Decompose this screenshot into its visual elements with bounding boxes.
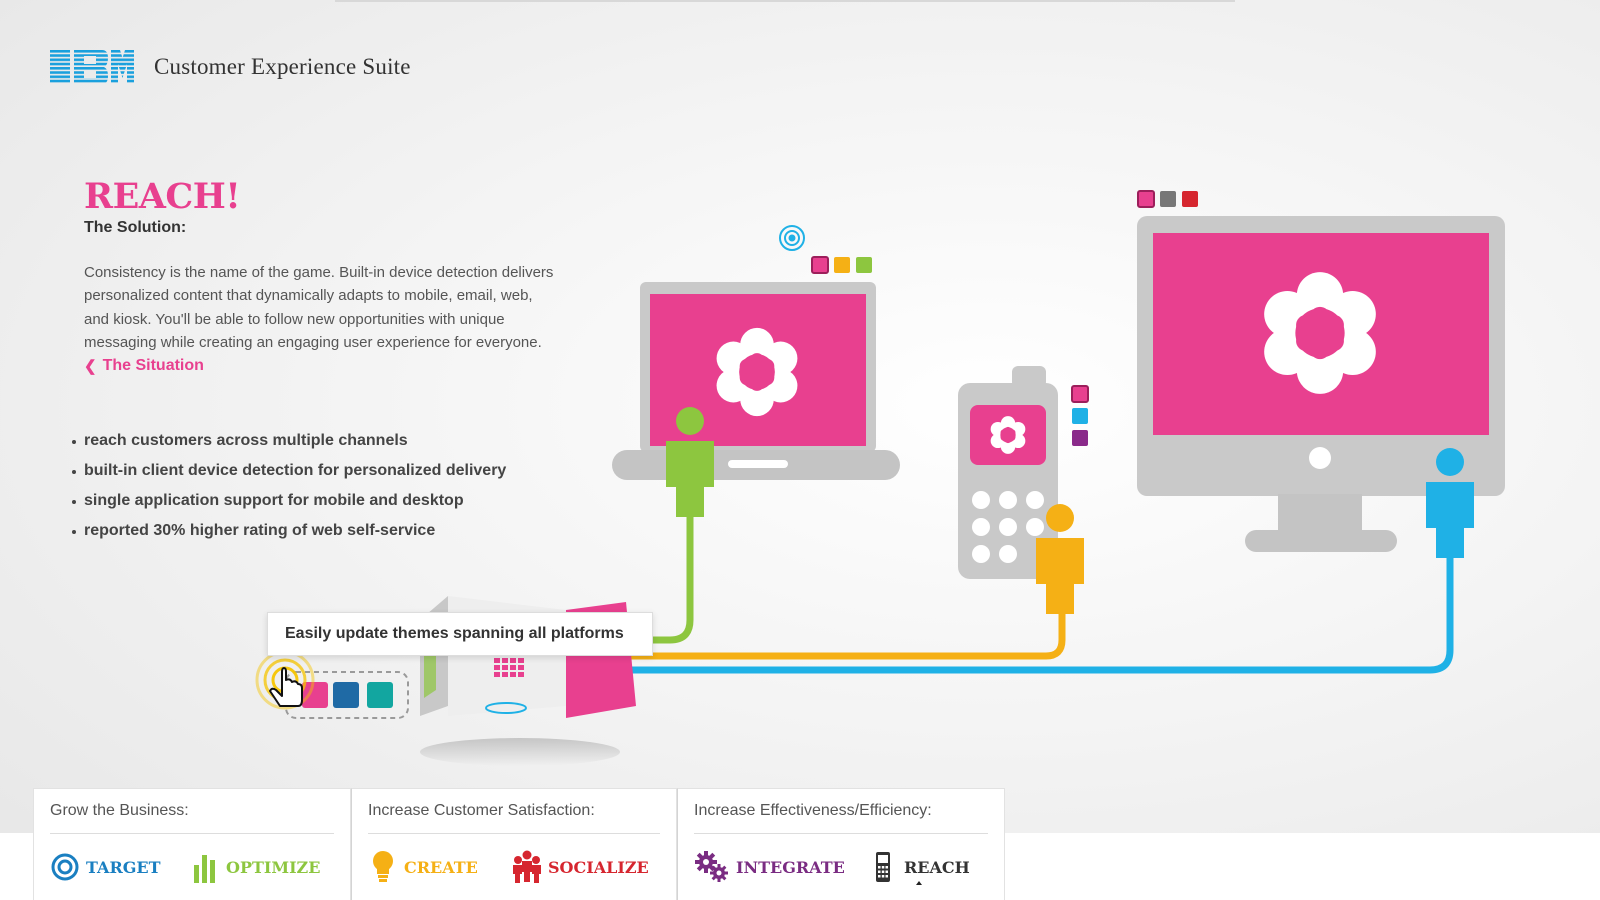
nav-item-optimize[interactable]: OPTIMIZE bbox=[190, 847, 320, 887]
nav-item-label: INTEGRATE bbox=[736, 857, 845, 877]
nav-group-title: Increase Effectiveness/Efficiency: bbox=[694, 789, 988, 834]
cube-shadow bbox=[420, 738, 620, 766]
nav-item-socialize[interactable]: SOCIALIZE bbox=[512, 847, 649, 887]
nav-group-satisfaction: Increase Customer Satisfaction: CREATE S… bbox=[351, 788, 677, 900]
list-item: reported 30% higher rating of web self-s… bbox=[72, 522, 506, 552]
nav-item-integrate[interactable]: INTEGRATE bbox=[694, 847, 868, 887]
bar-chart-icon bbox=[190, 850, 220, 884]
solution-description: Consistency is the name of the game. Bui… bbox=[84, 263, 554, 352]
person-icon bbox=[1426, 448, 1474, 558]
page-title: REACH! bbox=[84, 176, 241, 217]
target-icon bbox=[50, 850, 80, 884]
active-marker-icon bbox=[915, 881, 922, 885]
list-item: reach customers across multiple channels bbox=[72, 432, 506, 462]
bullet-text: single application support for mobile an… bbox=[84, 492, 464, 509]
benefits-list: reach customers across multiple channels… bbox=[72, 432, 506, 552]
ibm-logo bbox=[50, 50, 134, 84]
chevron-left-icon: ❮ bbox=[84, 357, 97, 375]
signal-target-icon bbox=[779, 225, 805, 251]
app-title: Customer Experience Suite bbox=[154, 54, 411, 79]
color-swatch-icon bbox=[1071, 385, 1089, 446]
nav-item-label: CREATE bbox=[404, 857, 478, 877]
color-swatch-icon bbox=[811, 256, 872, 274]
bullet-text: reported 30% higher rating of web self-s… bbox=[84, 522, 436, 539]
mobile-phone-icon bbox=[868, 850, 898, 884]
monitor-icon bbox=[1137, 216, 1505, 552]
person-icon bbox=[1036, 504, 1084, 614]
person-icon bbox=[666, 407, 714, 517]
phone-icon bbox=[958, 366, 1058, 579]
solution-panel: REACH! The Solution: Consistency is the … bbox=[84, 176, 564, 376]
nav-item-create[interactable]: CREATE bbox=[368, 847, 512, 887]
top-divider bbox=[335, 0, 1235, 2]
nav-item-label: TARGET bbox=[86, 857, 161, 877]
nav-group-efficiency: Increase Effectiveness/Efficiency: INTEG… bbox=[677, 788, 1005, 900]
situation-link-label: The Situation bbox=[102, 356, 204, 374]
nav-group-title: Grow the Business: bbox=[50, 789, 334, 834]
situation-link[interactable]: ❮ The Situation bbox=[84, 357, 204, 375]
nav-item-label: SOCIALIZE bbox=[548, 857, 649, 877]
list-item: built-in client device detection for per… bbox=[72, 462, 506, 492]
solution-label: The Solution: bbox=[84, 218, 187, 236]
color-swatch-icon bbox=[1137, 190, 1198, 208]
bottom-navigation: Grow the Business: TARGET OPTIMIZE Incre… bbox=[33, 788, 1005, 900]
bullet-text: reach customers across multiple channels bbox=[84, 432, 408, 449]
nav-item-target[interactable]: TARGET bbox=[50, 847, 190, 887]
bullet-dot-icon bbox=[72, 440, 76, 444]
nav-item-reach[interactable]: REACH bbox=[868, 847, 970, 887]
nav-group-title: Increase Customer Satisfaction: bbox=[368, 789, 660, 834]
bullet-dot-icon bbox=[72, 500, 76, 504]
nav-item-label: REACH bbox=[904, 857, 970, 877]
bullet-dot-icon bbox=[72, 530, 76, 534]
bullet-dot-icon bbox=[72, 470, 76, 474]
connection-lines bbox=[556, 496, 1454, 674]
list-item: single application support for mobile an… bbox=[72, 492, 506, 522]
nav-item-label: OPTIMIZE bbox=[226, 857, 321, 877]
theme-tooltip: Easily update themes spanning all platfo… bbox=[267, 612, 653, 656]
bullet-text: built-in client device detection for per… bbox=[84, 462, 507, 479]
nav-group-grow: Grow the Business: TARGET OPTIMIZE bbox=[33, 788, 351, 900]
laptop-icon bbox=[612, 282, 900, 480]
theme-swatches[interactable] bbox=[285, 671, 409, 719]
people-icon bbox=[512, 850, 542, 884]
gears-icon bbox=[694, 850, 730, 884]
lightbulb-icon bbox=[368, 850, 398, 884]
app-header: Customer Experience Suite bbox=[50, 50, 411, 84]
